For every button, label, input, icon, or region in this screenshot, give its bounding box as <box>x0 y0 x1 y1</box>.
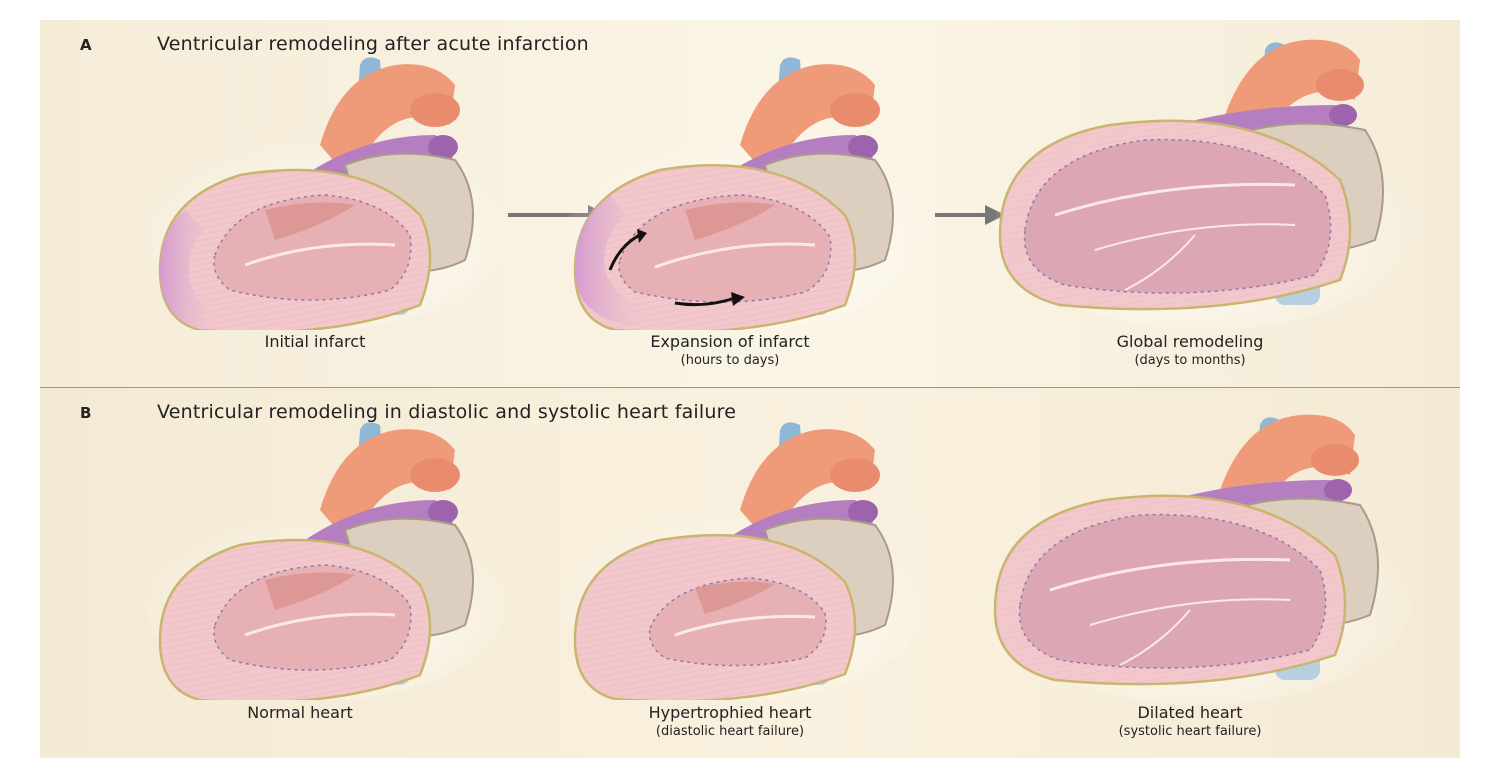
heart-expansion-of-infarct <box>565 57 925 330</box>
panel-b-letter: B <box>80 404 92 422</box>
caption-main: Dilated heart <box>1137 703 1243 722</box>
caption-main: Expansion of infarct <box>650 332 810 351</box>
ventricle-chamber <box>1018 513 1327 669</box>
heart-hypertrophied <box>565 422 925 700</box>
heart-initial-infarct <box>145 57 505 330</box>
expansion-arrow-icon <box>608 229 647 271</box>
caption-normal-heart: Normal heart <box>140 703 460 722</box>
caption-sub: (days to months) <box>1134 353 1246 368</box>
infarct-zone <box>160 210 225 330</box>
caption-main: Global remodeling <box>1116 332 1264 351</box>
caption-main: Hypertrophied heart <box>648 703 812 722</box>
caption-expansion-of-infarct: Expansion of infarct (hours to days) <box>570 332 890 368</box>
caption-global-remodeling: Global remodeling (days to months) <box>1030 332 1350 368</box>
heart-normal <box>145 422 505 700</box>
expansion-arrow-icon <box>674 292 745 307</box>
arrow-to-global-remodeling <box>935 203 1005 231</box>
ventricle-chamber <box>1023 138 1332 294</box>
panel-b-title: Ventricular remodeling in diastolic and … <box>157 401 737 423</box>
panel-a-title: Ventricular remodeling after acute infar… <box>157 33 589 55</box>
infarct-zone <box>575 195 655 327</box>
caption-initial-infarct: Initial infarct <box>155 332 475 351</box>
caption-sub: (systolic heart failure) <box>1118 724 1262 739</box>
caption-hypertrophied-heart: Hypertrophied heart (diastolic heart fai… <box>570 703 890 739</box>
ventricle-chamber <box>648 577 827 667</box>
caption-sub: (hours to days) <box>680 353 780 368</box>
heart-dilated <box>990 414 1414 705</box>
caption-sub: (diastolic heart failure) <box>655 724 805 739</box>
caption-main: Initial infarct <box>264 332 366 351</box>
caption-main: Normal heart <box>247 703 353 722</box>
heart-global-remodeling <box>995 39 1415 330</box>
caption-dilated-heart: Dilated heart (systolic heart failure) <box>1030 703 1350 739</box>
panel-a-letter: A <box>80 36 92 54</box>
